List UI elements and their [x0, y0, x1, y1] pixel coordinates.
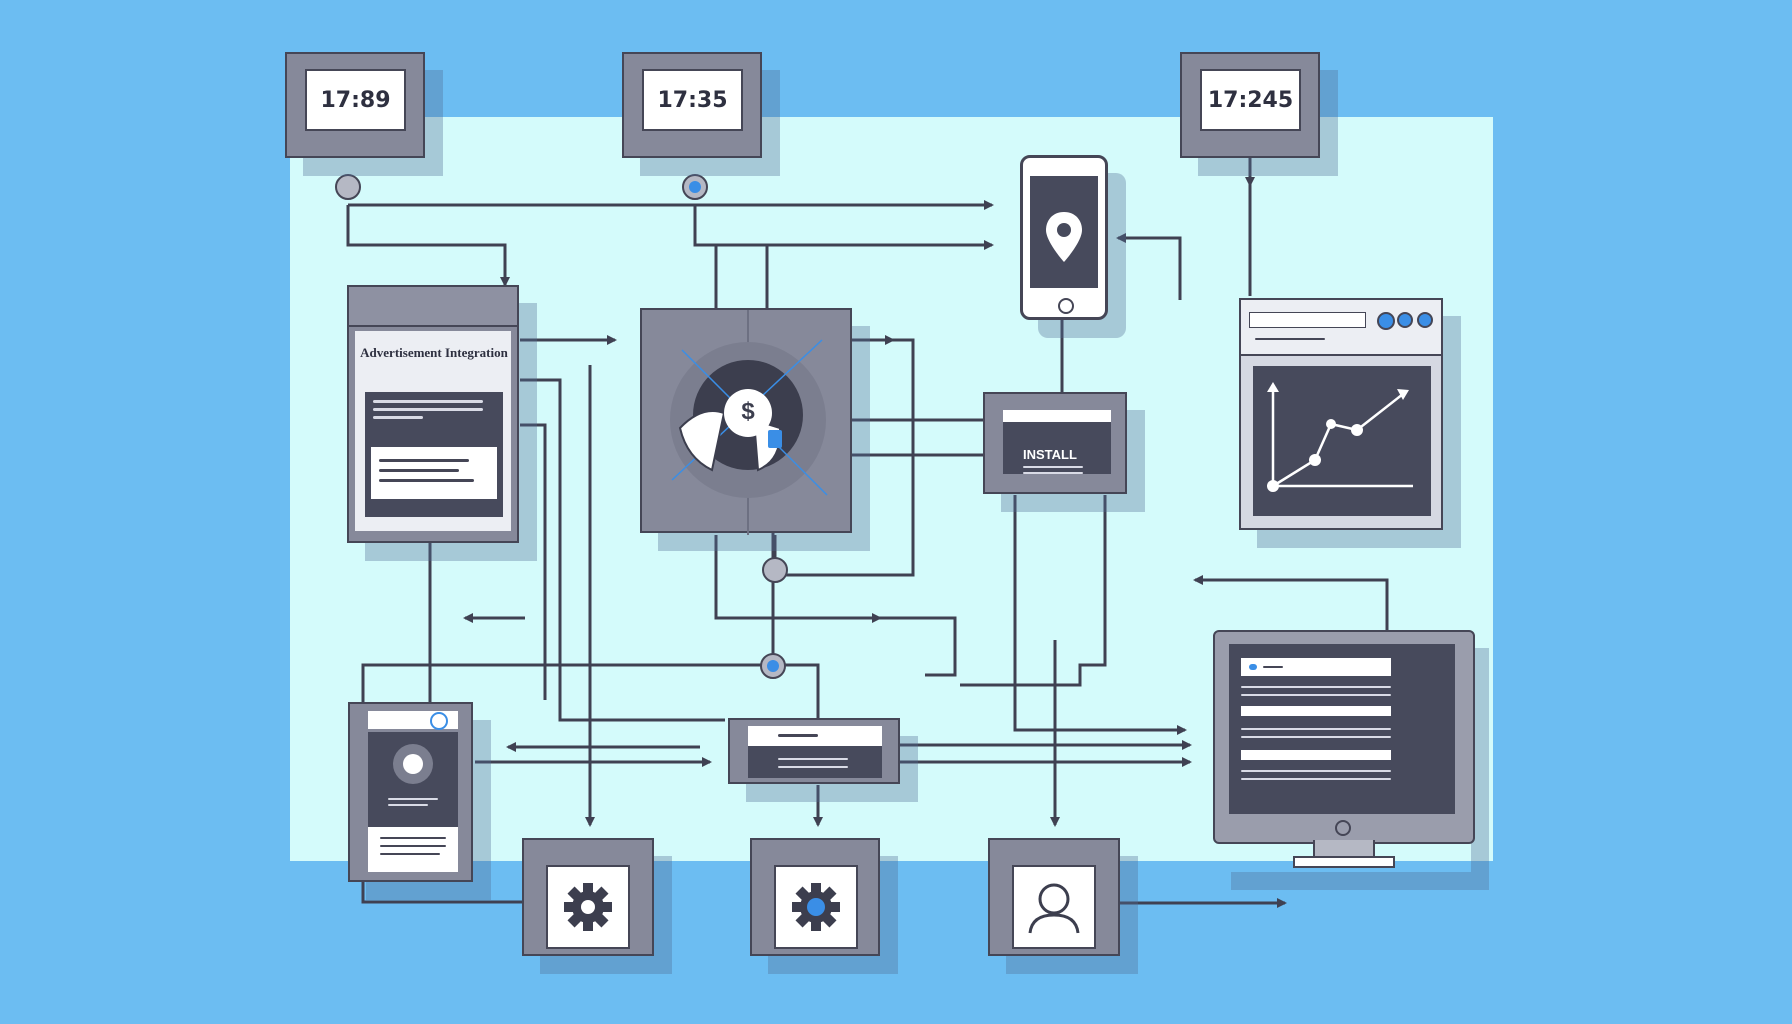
gear-icon [564, 883, 612, 931]
clock-box-1: 17:89 [285, 52, 425, 158]
connector [1013, 495, 1187, 735]
ad-integration-card: Advertisement Integration [347, 285, 519, 543]
chart-window [1239, 298, 1443, 530]
connector-node [762, 557, 788, 583]
desktop-monitor-icon [1213, 630, 1475, 872]
payment-hub: $ [640, 308, 852, 535]
user-box [988, 838, 1120, 956]
clock-time-1: 17:89 [305, 69, 406, 131]
ad-card-body [365, 392, 503, 517]
connector-node [335, 174, 361, 200]
connector [880, 616, 957, 677]
dollar-icon: $ [741, 398, 755, 425]
phone-device [1020, 155, 1108, 320]
clock-time-3: 17:245 [1200, 69, 1301, 131]
gear-icon [792, 883, 840, 931]
gear-box-center [750, 838, 880, 956]
center-connector-box [728, 718, 900, 784]
install-box: INSTALL [983, 392, 1127, 494]
map-pin-icon [1046, 212, 1082, 262]
clock-box-2: 17:35 [622, 52, 762, 158]
connector [346, 205, 510, 287]
ad-card-title: Advertisement Integration [360, 345, 508, 360]
clock-box-3: 17:245 [1180, 52, 1320, 158]
profile-card [348, 702, 473, 882]
line-chart-icon [1267, 382, 1413, 492]
connector [1193, 575, 1389, 630]
connector [1116, 233, 1182, 300]
clock-time-2: 17:35 [642, 69, 743, 131]
connector [714, 535, 882, 623]
connector [714, 243, 769, 310]
install-label: INSTALL [1023, 447, 1077, 462]
connector [960, 495, 1107, 687]
connector [693, 205, 994, 250]
connector [520, 423, 547, 700]
chart-area [1253, 366, 1431, 516]
connector [520, 378, 725, 722]
connector [773, 663, 820, 718]
user-icon [1028, 883, 1080, 934]
hub-graphic [670, 310, 828, 535]
gear-box-left [522, 838, 654, 956]
